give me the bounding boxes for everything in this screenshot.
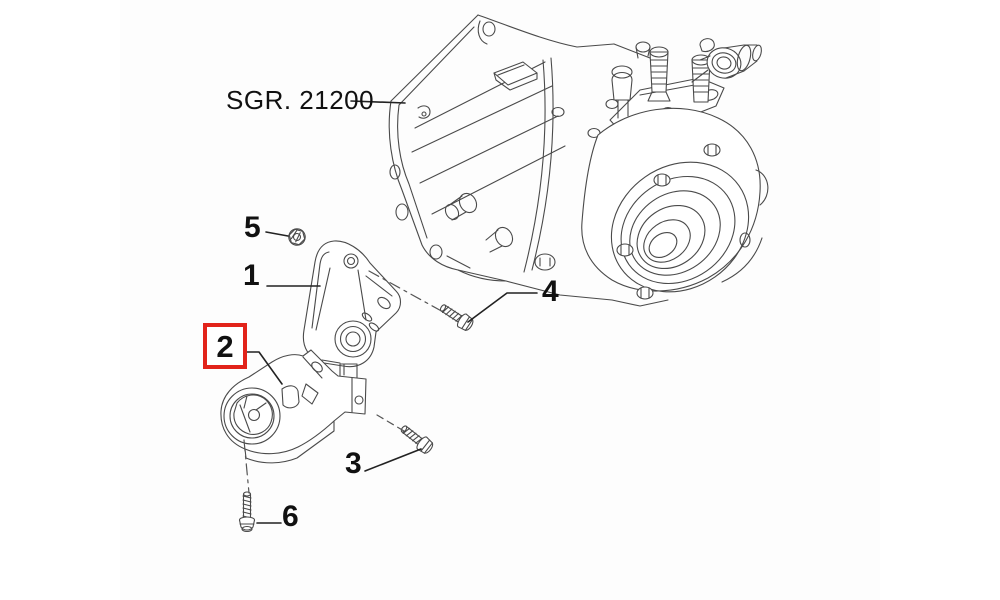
bolt-6-drawing: [240, 492, 255, 532]
leader-5: [266, 232, 288, 236]
gear-case: [443, 44, 650, 300]
gearbox-drawing: [389, 15, 774, 318]
leader-sgr: [351, 101, 405, 103]
part-label-4[interactable]: 4: [542, 275, 559, 308]
bolt-3-drawing: [398, 422, 435, 456]
group-code-label: SGR. 21200: [226, 85, 375, 115]
alignment-lines: [244, 271, 445, 493]
bell-housing: [389, 15, 614, 281]
part-label-5[interactable]: 5: [244, 211, 261, 244]
part-label-1[interactable]: 1: [243, 259, 260, 292]
diagram-canvas: [120, 0, 880, 600]
differential-cover: [582, 108, 774, 318]
nut-5-drawing: [287, 227, 307, 247]
leader-4: [468, 293, 537, 322]
axis-bolt-6: [244, 440, 249, 493]
leader-lines: [247, 101, 537, 523]
output-shaft: [692, 39, 763, 82]
leader-3: [365, 449, 421, 471]
axis-bolt-4: [369, 271, 445, 313]
part-2-mount-drawing: [221, 350, 366, 463]
selected-part-highlight[interactable]: 2: [203, 323, 247, 369]
part-label-3[interactable]: 3: [345, 447, 362, 480]
part-label-2[interactable]: 2: [216, 328, 234, 364]
part-1-bracket-drawing: [303, 241, 400, 367]
part-label-6[interactable]: 6: [282, 500, 299, 533]
bolt-4-drawing: [437, 301, 475, 333]
leader-2: [247, 352, 282, 384]
axis-bolt-3: [377, 415, 404, 431]
